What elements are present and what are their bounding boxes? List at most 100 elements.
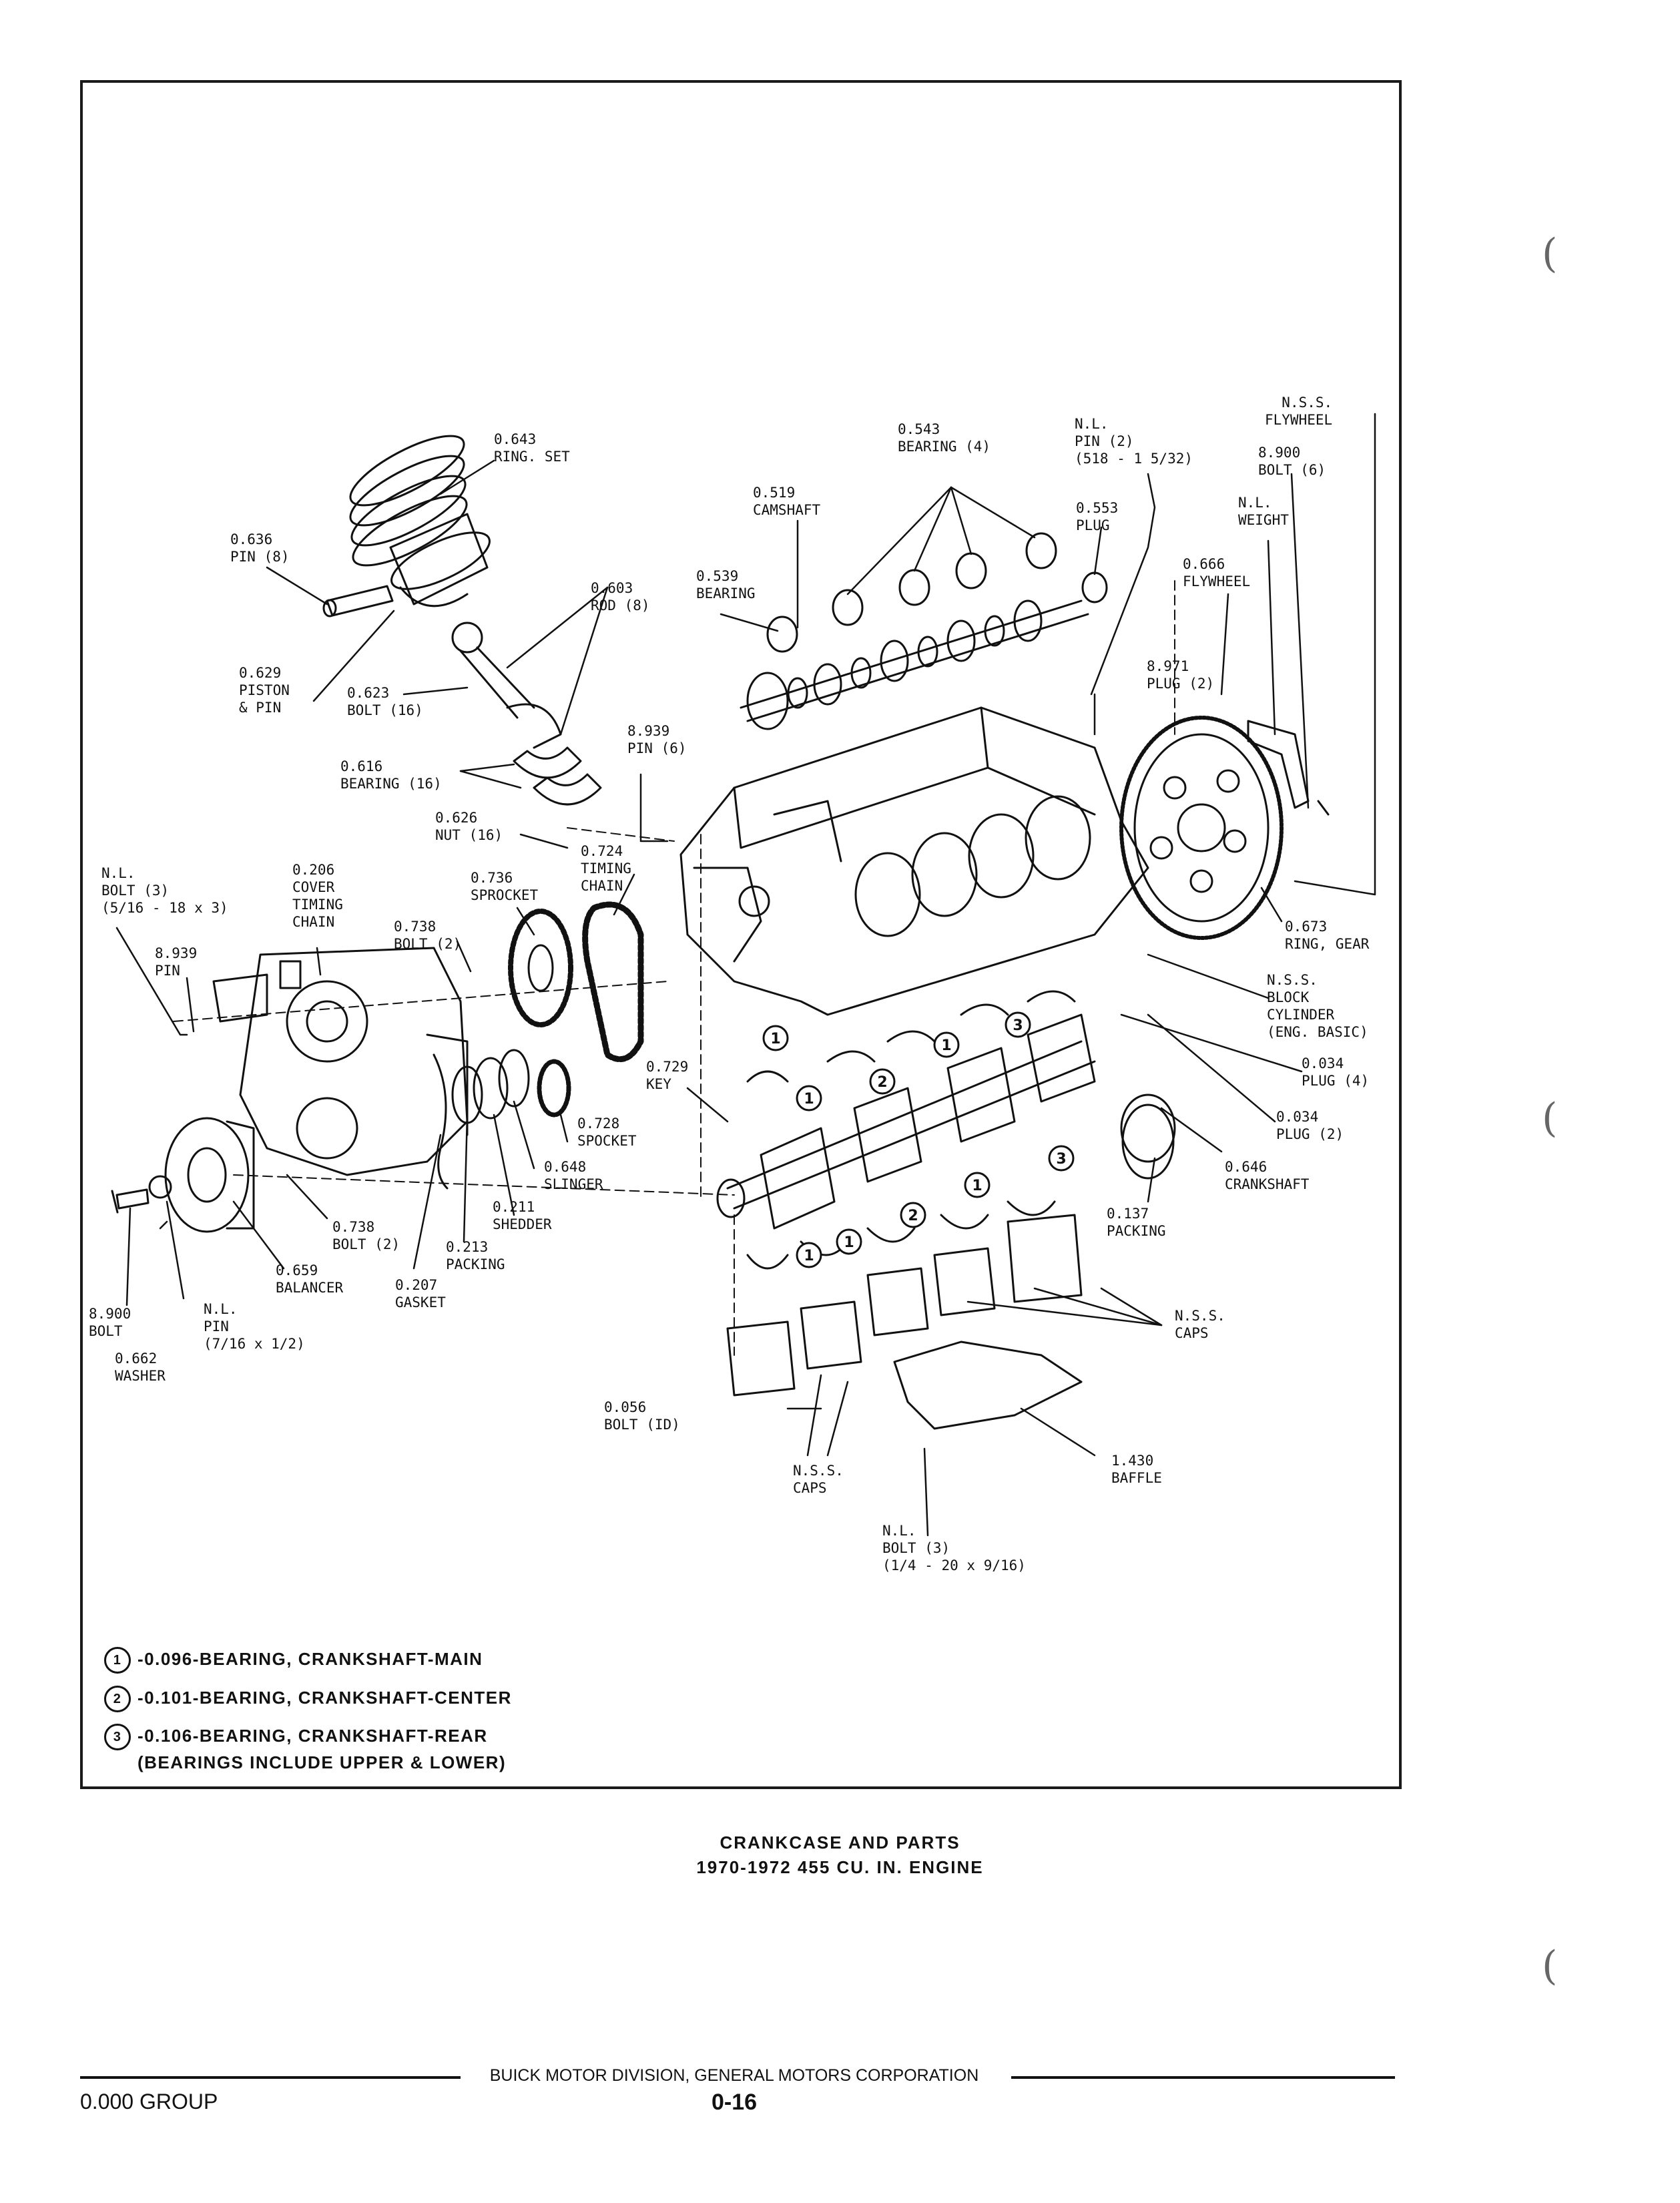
legend-item: 3 -0.106-BEARING, CRANKSHAFT-REAR	[104, 1724, 488, 1750]
label-rod-bolt: 0.623 BOLT (16)	[347, 685, 423, 718]
callout-number: 1	[972, 1178, 982, 1194]
label-cover-bolt: N.L. BOLT (3) (5/16 - 18 x 3)	[101, 865, 228, 916]
label-key: 0.729 KEY	[646, 1059, 689, 1092]
legend-text: -0.101-BEARING, CRANKSHAFT-CENTER	[137, 1687, 512, 1708]
alignment-lines	[173, 580, 1175, 1356]
label-main-caps: N.S.S. CAPS	[1175, 1308, 1225, 1341]
callout-number: 1	[941, 1037, 951, 1054]
figure-subtitle: 1970-1972 455 CU. IN. ENGINE	[696, 1857, 984, 1877]
timing-cover-drawing	[212, 947, 469, 1176]
legend-number: 3	[104, 1724, 131, 1750]
label-sprocket-bolt: 0.738 BOLT (2)	[394, 919, 462, 952]
label-camshaft: 0.519 CAMSHAFT	[753, 485, 821, 518]
label-balancer-bolt: 8.900 BOLT	[89, 1306, 131, 1339]
connecting-rod-drawing	[451, 622, 602, 806]
timing-chain-drawing	[582, 901, 644, 1063]
label-cap-bolt: 0.056 BOLT (ID)	[604, 1399, 680, 1433]
label-rod: 0.603 ROD (8)	[591, 580, 650, 614]
piston-pin-drawing	[322, 585, 394, 618]
cam-sprocket-drawing	[508, 909, 573, 1027]
label-slinger: 0.648 SLINGER	[544, 1159, 603, 1192]
label-weight: N.L. WEIGHT	[1238, 495, 1289, 528]
bearing-callouts	[762, 1011, 1075, 1268]
legend-number: 1	[104, 1647, 131, 1674]
leader-lines	[115, 413, 1376, 1537]
label-nss-flywheel: N.S.S. FLYWHEEL	[1265, 395, 1333, 428]
binder-mark: (	[1542, 1943, 1558, 1989]
label-cylinder-block: N.S.S. BLOCK CYLINDER (ENG. BASIC)	[1267, 972, 1368, 1040]
label-crank-sprocket: 0.728 SPOCKET	[577, 1116, 637, 1149]
label-piston: 0.629 PISTON & PIN	[239, 665, 290, 716]
label-rear-caps: N.S.S. CAPS	[793, 1463, 844, 1496]
legend-text: -0.106-BEARING, CRANKSHAFT-REAR	[137, 1725, 488, 1746]
oil-baffle-drawing	[893, 1340, 1083, 1430]
label-plug-4: 0.034 PLUG (4)	[1302, 1055, 1370, 1089]
callout-number: 3	[1056, 1151, 1066, 1168]
footer-division: BUICK MOTOR DIVISION, GENERAL MOTORS COR…	[489, 2066, 979, 2085]
balancer-bolt-drawing	[111, 1188, 150, 1214]
cam-bearings-drawing	[766, 532, 1108, 653]
diagram-frame	[80, 80, 1402, 1789]
crank-sprocket-drawing	[537, 1059, 571, 1118]
callout-number: 1	[770, 1031, 780, 1047]
legend-number: 2	[104, 1686, 131, 1712]
callout-number: 1	[804, 1091, 814, 1108]
label-gasket: 0.207 GASKET	[395, 1277, 446, 1310]
footer-rule-right	[1011, 2076, 1395, 2079]
label-dowel-pin: 8.939 PIN	[155, 945, 198, 979]
label-ring-gear: 0.673 RING, GEAR	[1285, 919, 1370, 952]
binder-mark: (	[1542, 230, 1558, 277]
label-shedder: 0.211 SHEDDER	[493, 1199, 552, 1232]
label-rod-nut: 0.626 NUT (16)	[435, 810, 503, 843]
piston-drawing	[389, 513, 491, 607]
callout-number: 2	[877, 1074, 887, 1091]
binder-mark: (	[1542, 1095, 1558, 1142]
label-rod-bearing: 0.616 BEARING (16)	[340, 758, 442, 792]
label-block-plug: 8.971 PLUG (2)	[1147, 658, 1215, 692]
label-piston-pin: 0.636 PIN (8)	[230, 531, 290, 565]
page-number: 0-16	[711, 2090, 758, 2115]
label-flywheel-bolt: 8.900 BOLT (6)	[1258, 445, 1326, 478]
rear-seal-drawing	[1120, 1093, 1176, 1163]
label-nl-pin: N.L. PIN (2) (518 - 1 5/32)	[1075, 416, 1193, 467]
cylinder-block-drawing	[679, 706, 1149, 1016]
label-baffle: 1.430 BAFFLE	[1111, 1453, 1162, 1486]
label-washer: 0.662 WASHER	[115, 1351, 166, 1384]
figure-title: CRANKCASE AND PARTS	[720, 1832, 960, 1853]
label-plug-2: 0.034 PLUG (2)	[1276, 1109, 1344, 1142]
callout-number: 3	[1013, 1017, 1023, 1034]
callout-numbers: 1 1 2 1 3 1 1 2 1 3	[770, 1017, 1066, 1264]
label-cam-bearings: 0.543 BEARING (4)	[898, 421, 991, 455]
callout-number: 1	[804, 1248, 814, 1264]
label-packing: 0.213 PACKING	[446, 1239, 505, 1272]
camshaft-drawing	[740, 599, 1089, 730]
legend-text: -0.096-BEARING, CRANKSHAFT-MAIN	[137, 1648, 483, 1669]
callout-number: 2	[908, 1208, 918, 1224]
footer-group: 0.000 GROUP	[80, 2090, 218, 2114]
washer-drawing	[148, 1175, 172, 1199]
legend-note: (BEARINGS INCLUDE UPPER & LOWER)	[137, 1752, 507, 1772]
label-flywheel: 0.666 FLYWHEEL	[1183, 556, 1251, 589]
flywheel-drawing	[1119, 716, 1330, 940]
slinger-shedder-drawing	[433, 1049, 530, 1190]
label-balancer: 0.659 BALANCER	[276, 1262, 344, 1296]
label-timing-cover: 0.206 COVER TIMING CHAIN	[292, 862, 343, 930]
label-block-pin: 8.939 PIN (6)	[627, 723, 687, 756]
label-ring-set: 0.643 RING. SET	[494, 431, 570, 465]
label-baffle-bolt: N.L. BOLT (3) (1/4 - 20 x 9/16)	[882, 1523, 1026, 1573]
ring-set-drawing	[349, 435, 468, 567]
label-cam-plug: 0.553 PLUG	[1076, 500, 1119, 533]
legend-item: 1 -0.096-BEARING, CRANKSHAFT-MAIN	[104, 1647, 483, 1674]
label-crankshaft: 0.646 CRANKSHAFT	[1225, 1159, 1310, 1192]
callout-number: 1	[844, 1234, 854, 1251]
main-caps-drawing	[726, 1214, 1083, 1397]
upper-main-bearings-drawing	[746, 990, 1076, 1083]
label-cam-sprocket: 0.736 SPROCKET	[471, 870, 539, 903]
label-cam-bearing: 0.539 BEARING	[696, 568, 756, 601]
label-cover-bolts: 0.738 BOLT (2)	[332, 1219, 400, 1252]
legend-item: 2 -0.101-BEARING, CRANKSHAFT-CENTER	[104, 1686, 512, 1712]
label-timing-chain: 0.724 TIMING CHAIN	[581, 843, 631, 894]
label-balancer-pin: N.L. PIN (7/16 x 1/2)	[204, 1301, 305, 1352]
footer-rule-left	[80, 2076, 461, 2079]
